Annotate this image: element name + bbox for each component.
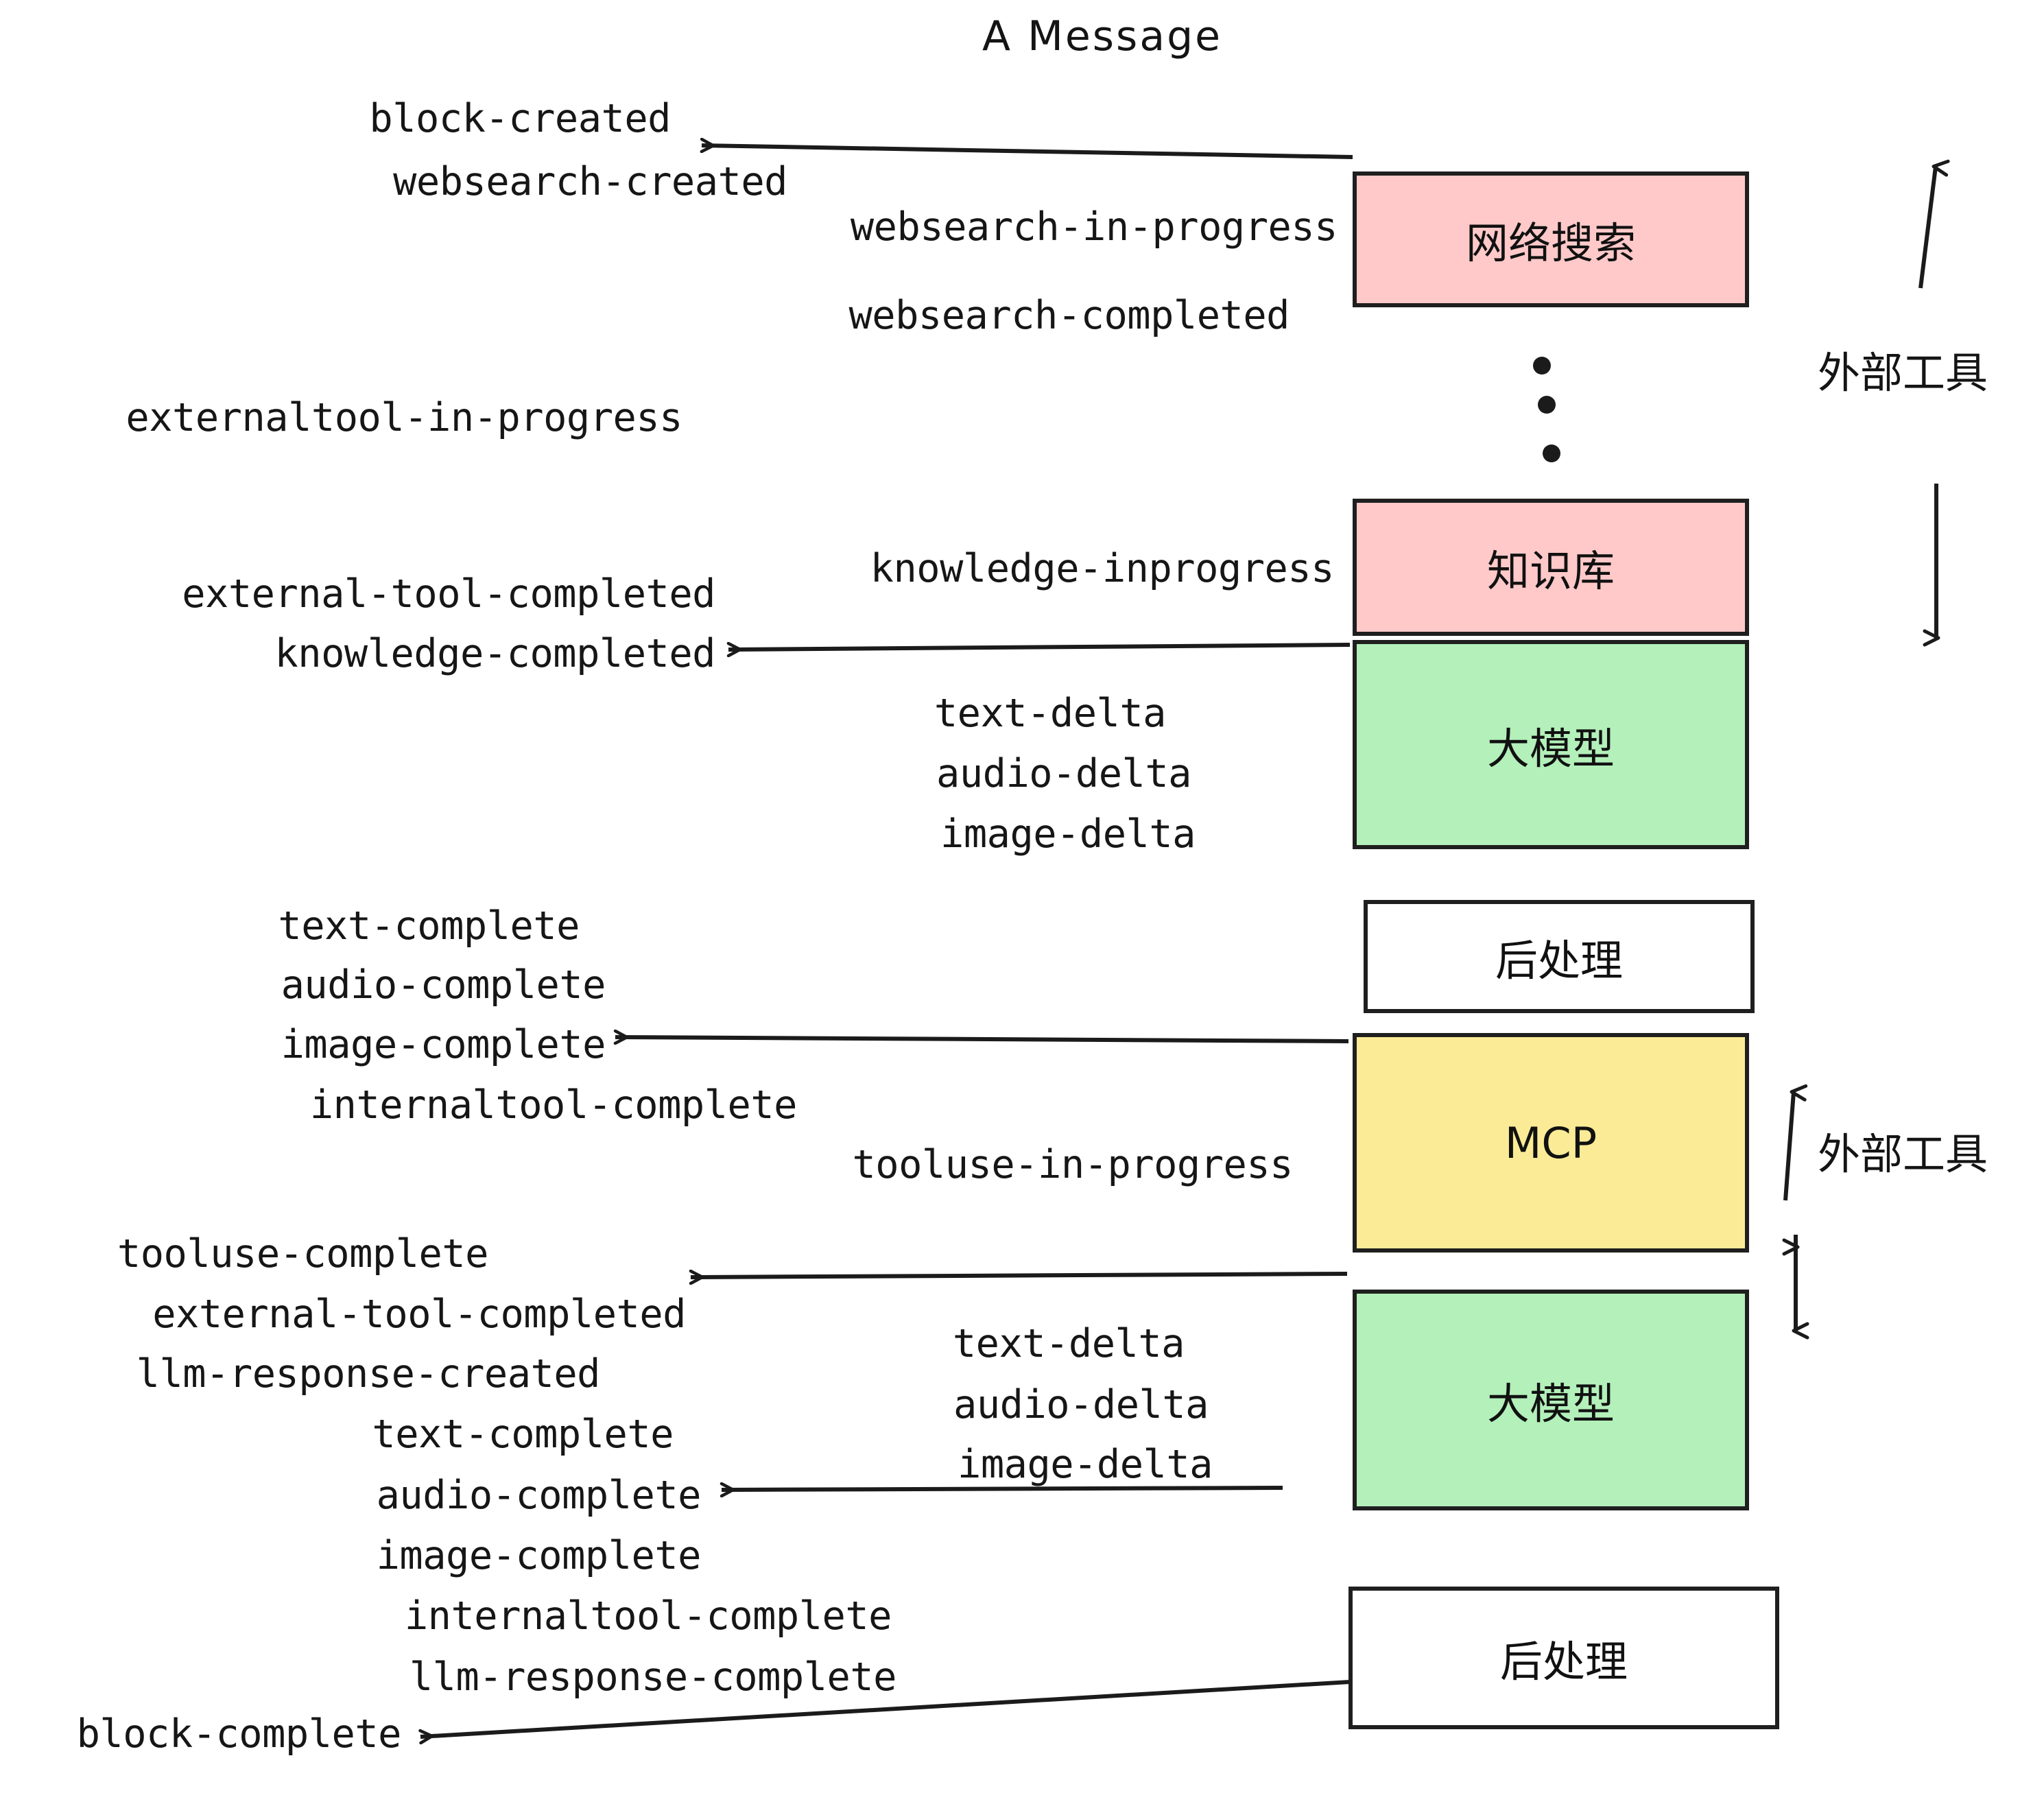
event-text-delta-1: text-delta bbox=[934, 691, 1167, 736]
event-internaltool-complete-2: internaltool-complete bbox=[404, 1593, 892, 1639]
arrow-external-tool-bottom-up bbox=[1783, 1084, 1808, 1201]
event-image-complete-1: image-complete bbox=[281, 1022, 606, 1067]
event-text-complete-1: text-complete bbox=[278, 903, 580, 949]
event-websearch-created: websearch-created bbox=[393, 159, 787, 204]
event-block-complete: block-complete bbox=[76, 1711, 402, 1757]
box-postprocess-first-label: 后处理 bbox=[1495, 935, 1623, 986]
box-postprocess-first[interactable]: 后处理 bbox=[1364, 900, 1755, 1013]
event-audio-complete-1: audio-complete bbox=[281, 962, 606, 1008]
arrow-mcp-to-toolusecomplete bbox=[691, 1274, 1348, 1277]
box-llm-second-label: 大模型 bbox=[1486, 1379, 1615, 1429]
event-text-complete-2: text-complete bbox=[372, 1412, 674, 1457]
event-llm-response-complete: llm-response-complete bbox=[409, 1654, 897, 1700]
ellipsis-dot-2 bbox=[1538, 396, 1556, 414]
event-tooluse-complete: tooluse-complete bbox=[117, 1231, 489, 1277]
box-websearch-label: 网络搜索 bbox=[1465, 218, 1636, 268]
event-text-delta-2: text-delta bbox=[952, 1321, 1185, 1366]
ellipsis-dot-1 bbox=[1533, 357, 1551, 375]
event-image-complete-2: image-complete bbox=[376, 1533, 702, 1578]
label-external-tool-top: 外部工具 bbox=[1818, 348, 1988, 398]
event-audio-delta-1: audio-delta bbox=[936, 751, 1192, 796]
ellipsis-dot-3 bbox=[1543, 444, 1560, 462]
event-audio-complete-2: audio-complete bbox=[376, 1473, 702, 1518]
event-knowledge-inprogress: knowledge-inprogress bbox=[870, 546, 1335, 591]
box-llm-first[interactable]: 大模型 bbox=[1353, 640, 1749, 849]
arrow-knowledge-to-completed bbox=[728, 645, 1351, 650]
label-external-tool-bottom: 外部工具 bbox=[1818, 1129, 1988, 1179]
event-knowledge-completed: knowledge-completed bbox=[274, 631, 715, 676]
event-block-created: block-created bbox=[369, 96, 671, 141]
arrow-external-tool-top-up bbox=[1918, 159, 1950, 289]
box-llm-second[interactable]: 大模型 bbox=[1353, 1290, 1749, 1510]
event-external-tool-completed-2: external-tool-completed bbox=[152, 1292, 686, 1337]
box-postprocess-second[interactable]: 后处理 bbox=[1348, 1587, 1779, 1729]
box-knowledge[interactable]: 知识库 bbox=[1353, 499, 1749, 636]
event-tooluse-in-progress: tooluse-in-progress bbox=[852, 1142, 1293, 1187]
event-websearch-completed: websearch-completed bbox=[848, 293, 1290, 338]
box-mcp-label: MCP bbox=[1504, 1117, 1597, 1168]
box-knowledge-label: 知识库 bbox=[1486, 546, 1615, 596]
box-websearch[interactable]: 网络搜索 bbox=[1353, 171, 1749, 307]
arrow-websearch-to-blockcreated bbox=[702, 145, 1353, 159]
arrow-postprocess1-to-imagecomplete bbox=[615, 1037, 1349, 1041]
arrow-llm2-to-audiocomplete bbox=[722, 1488, 1283, 1490]
event-llm-response-created: llm-response-created bbox=[136, 1351, 601, 1397]
box-postprocess-second-label: 后处理 bbox=[1499, 1637, 1628, 1687]
event-image-delta-2: image-delta bbox=[958, 1442, 1213, 1487]
diagram-title: A Message bbox=[982, 12, 1223, 60]
event-websearch-in-progress: websearch-in-progress bbox=[850, 204, 1338, 250]
event-external-tool-completed-1: external-tool-completed bbox=[182, 571, 715, 617]
event-image-delta-1: image-delta bbox=[940, 811, 1196, 857]
event-audio-delta-2: audio-delta bbox=[953, 1382, 1209, 1427]
event-externaltool-in-progress: externaltool-in-progress bbox=[126, 395, 682, 440]
box-mcp[interactable]: MCP bbox=[1353, 1033, 1749, 1253]
box-llm-first-label: 大模型 bbox=[1486, 723, 1615, 774]
event-internaltool-complete-1: internaltool-complete bbox=[309, 1082, 798, 1128]
